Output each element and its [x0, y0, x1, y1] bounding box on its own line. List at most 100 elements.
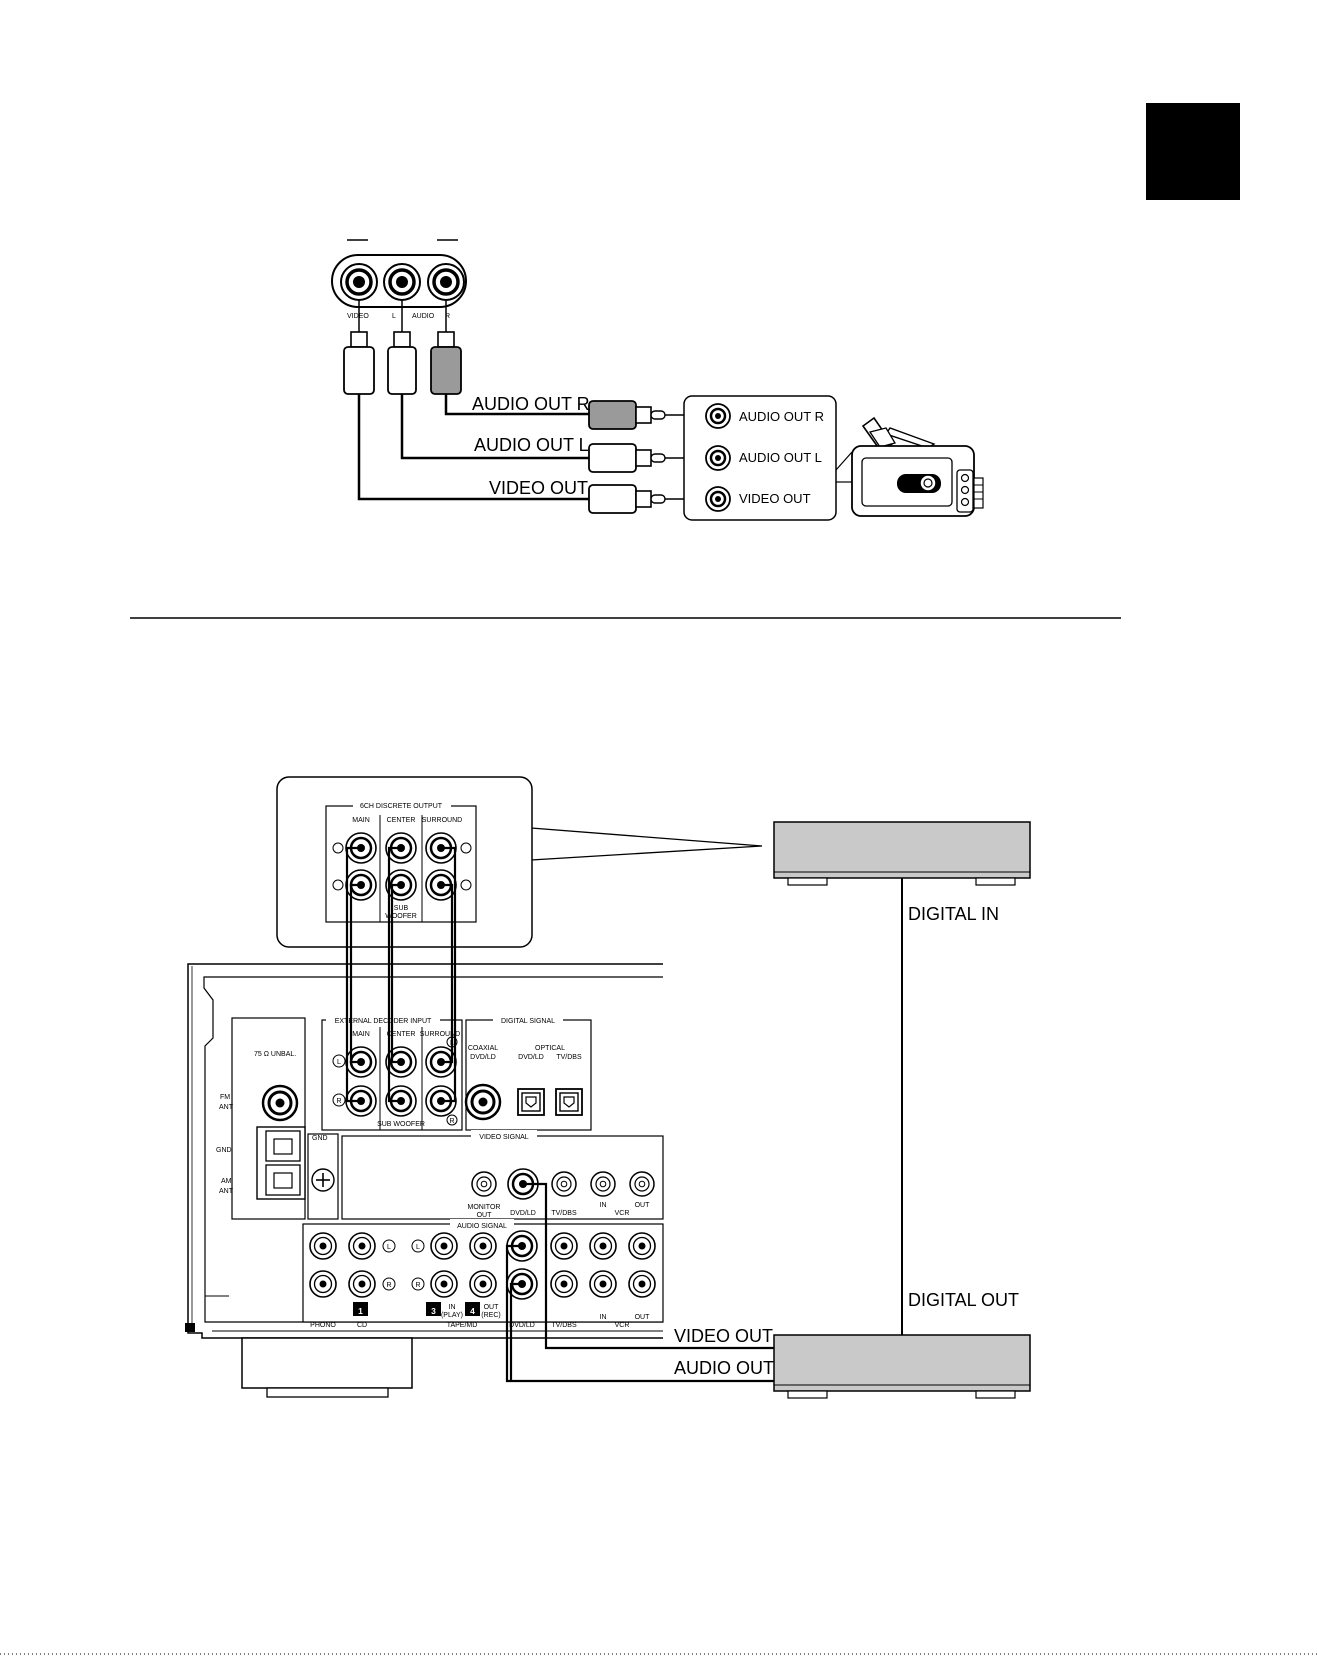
- audio-r-cable: [444, 394, 589, 416]
- cable-label-audio-l: AUDIO OUT L: [474, 435, 589, 455]
- digital-out-label: DIGITAL OUT: [908, 1290, 1019, 1310]
- audio-r-mark-1: R: [386, 1282, 391, 1289]
- video-out-label: VIDEO OUT: [674, 1326, 773, 1346]
- video-out-label: OUT: [635, 1202, 651, 1209]
- input-number-1-badge: [353, 1302, 368, 1316]
- audio-tv-label: TV/DBS: [551, 1322, 577, 1329]
- phono-label: PHONO: [310, 1322, 336, 1329]
- inset-main-label: MAIN: [352, 817, 370, 824]
- section-tab: [1146, 103, 1240, 200]
- inset-surround-label: SURROUND: [422, 817, 462, 824]
- video-vcr-out-jack: [629, 1171, 655, 1197]
- unbal-label: 75 Ω UNBAL.: [254, 1051, 296, 1058]
- am-antenna-terminal: [256, 1126, 306, 1200]
- optical-dvd-port: [517, 1088, 545, 1116]
- coaxial-dvd-label: DVD/LD: [470, 1054, 496, 1061]
- audio-out-label: AUDIO OUT: [674, 1358, 774, 1378]
- video-jack: [339, 262, 379, 302]
- camcorder-label-audio-l: AUDIO OUT L: [739, 450, 822, 465]
- tape-play-label: (PLAY): [441, 1312, 463, 1319]
- am-label: AM: [221, 1178, 232, 1185]
- input-number-4: 4: [470, 1306, 475, 1316]
- top-connection-diagram: VIDEO L AUDIO R AUDIO OUT R AUDIO OUT L …: [331, 239, 984, 521]
- audio-r-out-cable: [509, 1282, 522, 1381]
- digital-signal-title: DIGITAL SIGNAL: [501, 1018, 555, 1025]
- ext-center-label: CENTER: [387, 1031, 416, 1038]
- video-signal-panel: [341, 1135, 664, 1220]
- audio-l-out-cable: [505, 1244, 774, 1383]
- tape-out-label: OUT: [484, 1304, 500, 1311]
- camcorder-video-jack: [704, 485, 732, 513]
- audio-r-jack: [426, 262, 466, 302]
- audio-signal-title: AUDIO SIGNAL: [457, 1223, 507, 1230]
- callout-pointer: [530, 827, 763, 861]
- video-in-label: IN: [600, 1202, 607, 1209]
- ext-surround-label: SURROUND: [420, 1031, 460, 1038]
- ext-l-mark: L: [337, 1059, 341, 1066]
- fm-label: FM: [220, 1094, 230, 1101]
- video-plug-front: [343, 300, 375, 395]
- inset-woofer-label: WOOFER: [385, 913, 417, 920]
- jack-label-audio: AUDIO: [412, 313, 435, 320]
- audio-l-plug-front: [387, 300, 417, 395]
- input-number-1: 1: [358, 1306, 363, 1316]
- video-tv-jack: [551, 1171, 577, 1197]
- video-vcr-label: VCR: [615, 1210, 630, 1217]
- optical-tv-label: TV/DBS: [556, 1054, 582, 1061]
- input-number-4-badge: [465, 1302, 480, 1316]
- dvd-player-device: [773, 1334, 1031, 1399]
- audio-vcr-out-label: OUT: [635, 1314, 651, 1321]
- coaxial-dvd-jack: [464, 1083, 502, 1121]
- audio-r-plug-front: [430, 300, 462, 395]
- inset-center-label: CENTER: [387, 817, 416, 824]
- inset-sub-label: SUB: [394, 905, 409, 912]
- monitor-out-label: OUT: [477, 1212, 493, 1219]
- ext-subwoofer-label: SUB WOOFER: [377, 1121, 425, 1128]
- video-dvd-label: DVD/LD: [510, 1210, 536, 1217]
- monitor-out-jack: [471, 1171, 497, 1197]
- audio-vcr-label: VCR: [615, 1322, 630, 1329]
- audio-r-plug-camcorder: [588, 400, 700, 430]
- cd-label: CD: [357, 1322, 367, 1329]
- cable-label-video: VIDEO OUT: [489, 478, 588, 498]
- am-ant-label: ANT: [219, 1188, 234, 1195]
- audio-l-cable: [400, 394, 589, 460]
- camcorder-label-audio-r: AUDIO OUT R: [739, 409, 824, 424]
- monitor-label: MONITOR: [468, 1204, 501, 1211]
- jack-label-l: L: [392, 313, 396, 320]
- optical-label: OPTICAL: [535, 1045, 565, 1052]
- cable-label-audio-r: AUDIO OUT R: [472, 394, 590, 414]
- camcorder-icon: [851, 416, 984, 517]
- jack-label-video: VIDEO: [347, 313, 369, 320]
- audio-l-jack: [382, 262, 422, 302]
- input-number-3: 3: [431, 1306, 436, 1316]
- video-out-cable: [523, 1182, 774, 1350]
- audio-l-mark-2: L: [416, 1244, 420, 1251]
- fm-antenna-jack: [261, 1084, 299, 1122]
- digital-in-label: DIGITAL IN: [908, 904, 999, 924]
- gnd-box-label: GND: [312, 1135, 328, 1142]
- ext-main-label: MAIN: [352, 1031, 370, 1038]
- gnd-screw-icon: [311, 1168, 335, 1192]
- audio-dvd-label: DVD/LD: [509, 1322, 535, 1329]
- audio-l-mark-1: L: [387, 1244, 391, 1251]
- video-cable: [357, 394, 589, 501]
- decoder-cables: [345, 846, 457, 1103]
- camcorder-audio-l-jack: [704, 444, 732, 472]
- ext-surround-r-mark: R: [449, 1118, 454, 1125]
- tape-rec-label: (REC): [481, 1312, 500, 1319]
- digital-decoder-device: [773, 821, 1031, 886]
- video-vcr-in-jack: [590, 1171, 616, 1197]
- fm-ant-label: ANT: [219, 1104, 234, 1111]
- ext-r-mark: R: [336, 1098, 341, 1105]
- optical-tv-port: [555, 1088, 583, 1116]
- bottom-connection-diagram: 6CH DISCRETE OUTPUT MAIN CENTER SURROUND…: [185, 776, 1031, 1399]
- video-signal-title: VIDEO SIGNAL: [479, 1134, 529, 1141]
- optical-dvd-label: DVD/LD: [518, 1054, 544, 1061]
- tape-in-label: IN: [449, 1304, 456, 1311]
- camcorder-audio-r-jack: [704, 402, 732, 430]
- video-tv-label: TV/DBS: [551, 1210, 577, 1217]
- audio-vcr-in-label: IN: [600, 1314, 607, 1321]
- external-decoder-title: EXTERNAL DECODER INPUT: [335, 1018, 432, 1025]
